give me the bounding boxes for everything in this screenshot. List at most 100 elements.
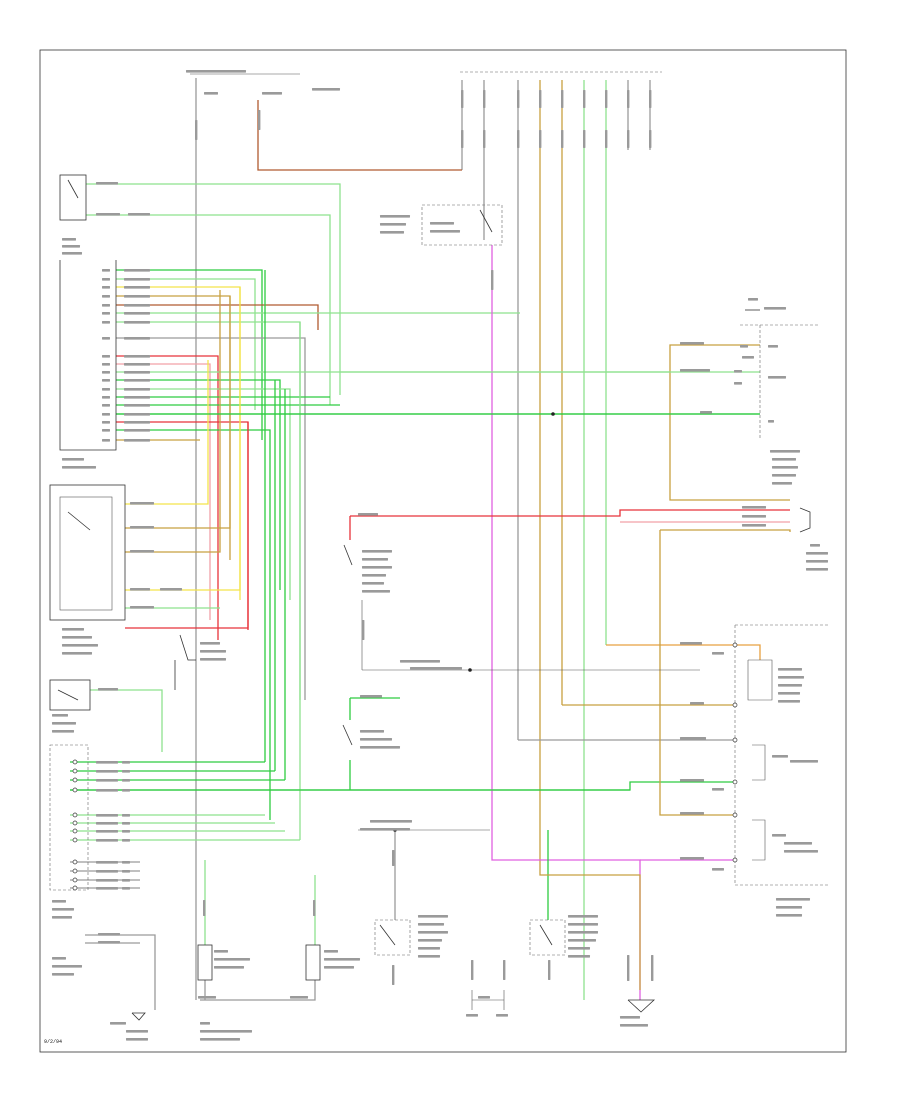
label-mark-301 xyxy=(764,307,786,310)
label-mark-107 xyxy=(62,466,96,469)
wire-red-116 xyxy=(125,422,249,629)
label-mark-158 xyxy=(96,814,118,817)
label-mark-238 xyxy=(362,550,392,553)
label-mark-106 xyxy=(62,458,84,461)
label-mark-170 xyxy=(96,839,118,842)
label-mark-289 xyxy=(503,960,506,980)
label-mark-300 xyxy=(748,298,758,301)
label-mark-44 xyxy=(128,213,150,216)
label-mark-257 xyxy=(360,746,400,749)
line-348 xyxy=(752,744,766,781)
label-mark-171 xyxy=(122,839,130,842)
label-mark-25 xyxy=(627,130,630,148)
label-mark-130 xyxy=(200,650,226,653)
label-mark-323 xyxy=(742,506,766,509)
label-mark-194 xyxy=(52,916,72,919)
label-mark-137 xyxy=(52,722,76,725)
wire-orange-335 xyxy=(735,644,761,660)
label-mark-147 xyxy=(122,770,130,773)
label-mark-162 xyxy=(96,822,118,825)
label-mark-296 xyxy=(651,955,654,981)
component-frame-0 xyxy=(39,49,847,1053)
label-mark-249 xyxy=(410,667,462,670)
label-mark-71 xyxy=(124,337,150,340)
label-mark-312 xyxy=(768,345,778,348)
connector-pin-370 xyxy=(732,812,738,818)
wire-layer xyxy=(70,78,791,1010)
label-mark-33 xyxy=(258,110,261,130)
line-356 xyxy=(752,819,766,861)
label-mark-263 xyxy=(370,820,412,823)
label-mark-92 xyxy=(124,404,150,407)
label-mark-306 xyxy=(680,369,710,372)
label-mark-36 xyxy=(262,92,282,95)
label-mark-154 xyxy=(96,789,118,792)
label-mark-239 xyxy=(362,558,388,561)
label-mark-187 xyxy=(122,887,130,890)
connector-pin-141 xyxy=(72,759,78,765)
label-mark-242 xyxy=(362,582,384,585)
component-frame-108 xyxy=(49,484,126,621)
label-mark-178 xyxy=(96,870,118,873)
label-mark-359 xyxy=(784,850,818,853)
label-mark-13 xyxy=(483,130,486,148)
component-frame-208 xyxy=(197,944,213,981)
label-mark-337 xyxy=(680,642,702,645)
label-mark-78 xyxy=(102,363,110,366)
line-259 xyxy=(379,924,396,946)
label-mark-12 xyxy=(483,90,486,108)
component-frame-258 xyxy=(374,919,411,956)
label-mark-193 xyxy=(52,908,74,911)
label-mark-10 xyxy=(461,90,464,108)
label-mark-339 xyxy=(778,668,802,671)
line-226 xyxy=(479,209,493,233)
label-mark-131 xyxy=(200,658,226,661)
label-mark-46 xyxy=(62,245,80,248)
splice-dot-315 xyxy=(551,412,555,416)
component-frame-109 xyxy=(59,496,113,611)
wire-green-100 xyxy=(116,429,271,820)
label-mark-340 xyxy=(778,676,804,679)
label-mark-43 xyxy=(96,213,120,216)
label-mark-338 xyxy=(712,652,724,655)
label-mark-60 xyxy=(102,295,110,298)
component-frame-38 xyxy=(59,174,87,221)
label-mark-314 xyxy=(768,420,774,423)
label-mark-213 xyxy=(324,950,338,953)
label-mark-151 xyxy=(122,779,130,782)
connector-pin-371 xyxy=(732,857,738,863)
label-mark-230 xyxy=(380,231,404,234)
label-mark-126 xyxy=(62,652,92,655)
label-mark-205 xyxy=(126,1038,148,1041)
label-mark-362 xyxy=(712,868,724,871)
label-mark-319 xyxy=(772,474,796,477)
line-336 xyxy=(747,659,773,701)
label-mark-212 xyxy=(214,966,244,969)
component-frame-209 xyxy=(305,944,321,981)
label-mark-353 xyxy=(712,788,724,791)
label-mark-150 xyxy=(96,779,118,782)
label-mark-248 xyxy=(400,660,440,663)
label-mark-199 xyxy=(52,957,66,960)
connector-pin-149 xyxy=(72,777,78,783)
label-mark-256 xyxy=(360,738,392,741)
component-frame-132 xyxy=(49,679,91,711)
label-mark-192 xyxy=(52,900,66,903)
label-mark-361 xyxy=(680,857,704,860)
label-mark-121 xyxy=(160,588,182,591)
label-mark-75 xyxy=(102,355,110,358)
label-mark-320 xyxy=(772,482,792,485)
diagram-code: 9/2/94 xyxy=(44,1039,62,1045)
wire-gray-217 xyxy=(200,980,316,1001)
label-mark-98 xyxy=(124,421,150,424)
label-mark-310 xyxy=(734,370,742,373)
label-mark-347 xyxy=(680,737,706,740)
label-mark-87 xyxy=(102,388,110,391)
label-mark-84 xyxy=(102,379,110,382)
line-110 xyxy=(67,511,91,531)
label-mark-175 xyxy=(122,861,130,864)
label-mark-317 xyxy=(772,458,796,461)
wire-green-49 xyxy=(116,269,263,440)
label-mark-214 xyxy=(324,958,360,961)
connector-pin-161 xyxy=(72,820,78,826)
